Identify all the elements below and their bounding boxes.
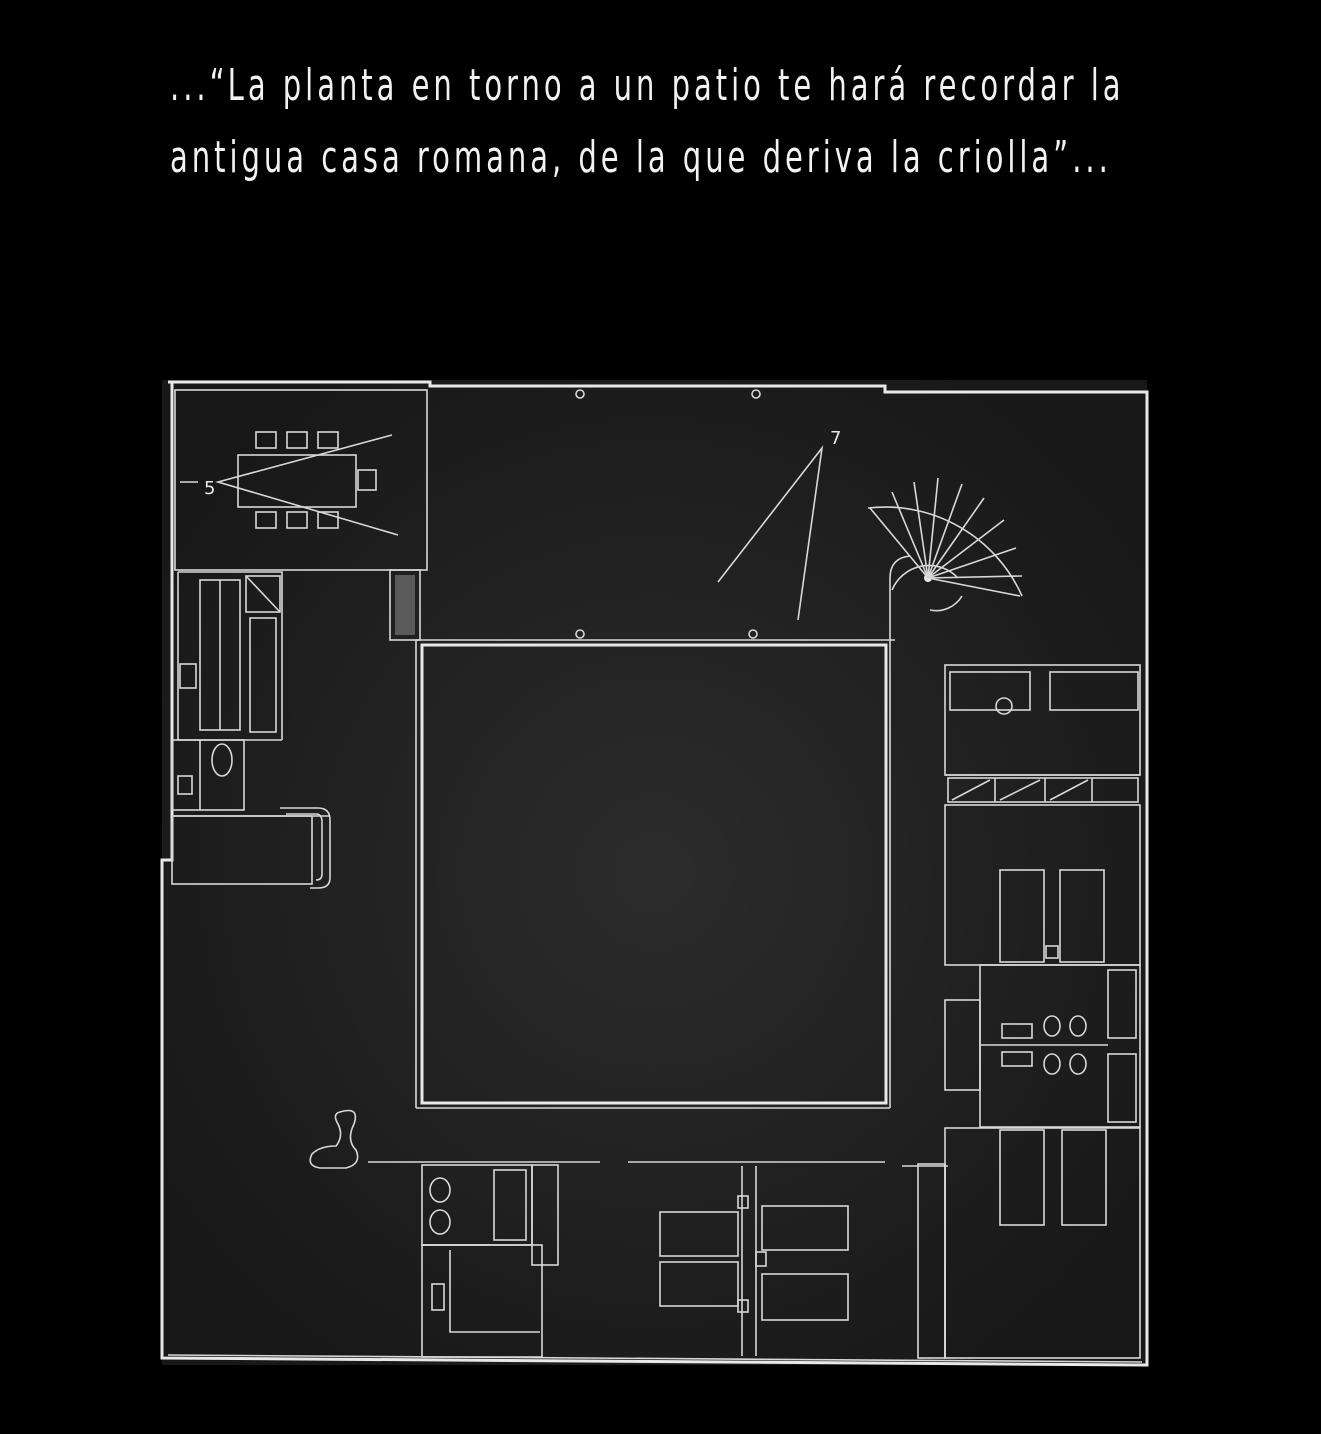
right-wing-bath <box>944 664 1141 776</box>
bottom-corridor <box>309 1109 948 1169</box>
view-label-5: 5 <box>204 478 215 499</box>
central-patio <box>415 592 895 1109</box>
view-cone-7: 7 <box>717 428 841 621</box>
spiral-stair <box>867 477 1023 612</box>
bottom-bedroom-1 <box>659 1166 749 1356</box>
columns <box>575 389 761 639</box>
kitchen <box>177 571 283 741</box>
bottom-dressing-room <box>421 1244 543 1358</box>
closets-row <box>947 777 1139 803</box>
outer-walls <box>160 380 1149 1367</box>
service-room <box>171 807 331 889</box>
bedroom-right-lower <box>917 1127 1141 1359</box>
dining-room: 5 <box>180 431 399 536</box>
chimney <box>389 569 421 641</box>
bottom-bedroom-2 <box>755 1166 849 1356</box>
view-label-7: 7 <box>830 428 841 449</box>
double-bath <box>944 964 1141 1128</box>
